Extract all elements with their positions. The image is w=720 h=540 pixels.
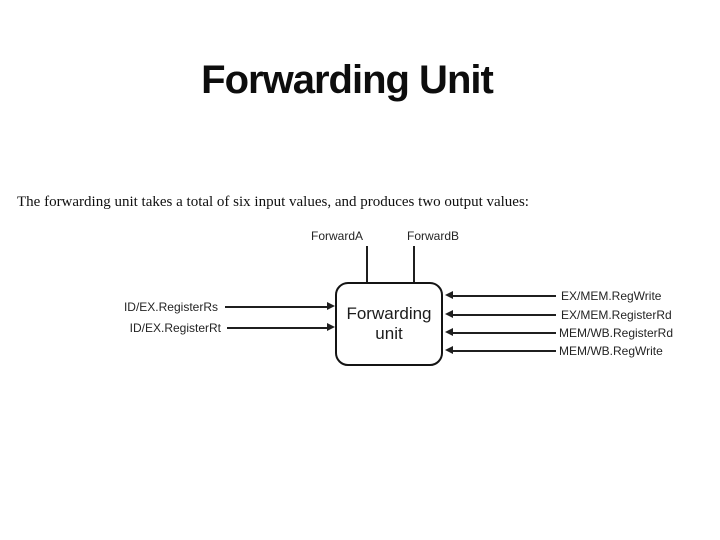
- arrowhead-right-icon: [327, 323, 335, 331]
- right-input-label-mem-wb-regwrite: MEM/WB.RegWrite: [559, 344, 663, 358]
- left-input-line-rt: [227, 327, 327, 329]
- output-label-forward-a: ForwardA: [311, 229, 364, 243]
- output-line-forward-b: [413, 246, 415, 283]
- arrowhead-right-icon: [327, 302, 335, 310]
- output-label-forward-b: ForwardB: [407, 229, 460, 243]
- right-input-line-ex-mem-regwrite: [453, 295, 556, 297]
- left-input-label-id-ex-register-rt: ID/EX.RegisterRt: [129, 321, 221, 335]
- right-input-line-mem-wb-regwrite: [453, 350, 556, 352]
- arrowhead-left-icon: [445, 310, 453, 318]
- right-input-label-ex-mem-regwrite: EX/MEM.RegWrite: [561, 289, 662, 303]
- output-line-forward-a: [366, 246, 368, 283]
- right-input-line-mem-wb-register-rd: [453, 332, 556, 334]
- arrowhead-left-icon: [445, 291, 453, 299]
- right-input-line-ex-mem-register-rd: [453, 314, 556, 316]
- unit-box-label-line2: unit: [375, 324, 403, 343]
- arrowhead-left-icon: [445, 346, 453, 354]
- page-title: Forwarding Unit: [201, 58, 494, 102]
- left-input-label-id-ex-register-rs: ID/EX.RegisterRs: [123, 300, 218, 314]
- left-input-line-rs: [225, 306, 327, 308]
- arrowhead-left-icon: [445, 328, 453, 336]
- unit-box-label-line1: Forwarding: [346, 304, 432, 323]
- right-input-label-ex-mem-register-rd: EX/MEM.RegisterRd: [561, 308, 672, 322]
- forwarding-unit-box: Forwarding unit: [335, 282, 443, 366]
- body-text: The forwarding unit takes a total of six…: [17, 194, 529, 210]
- right-input-label-mem-wb-register-rd: MEM/WB.RegisterRd: [559, 326, 674, 340]
